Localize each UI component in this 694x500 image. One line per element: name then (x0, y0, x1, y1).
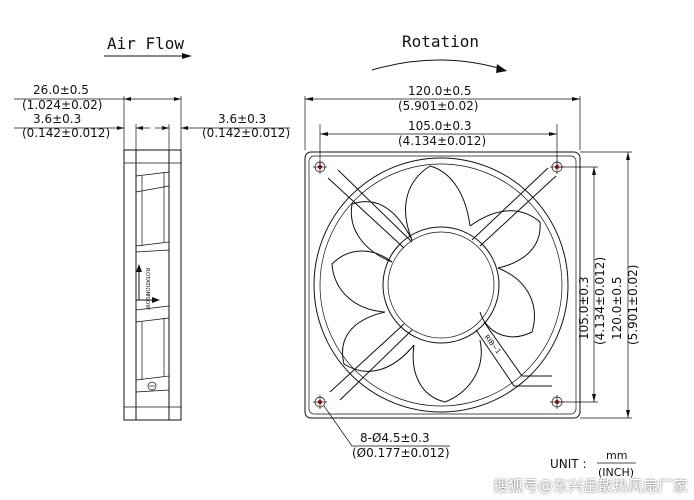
fan-frame-outer (304, 151, 581, 419)
side-body-outline (123, 149, 182, 421)
screw-symbol (147, 381, 157, 391)
outer-width-inch: (5.901±0.02) (398, 99, 479, 113)
v-pitch-inch: (4.134±0.012) (593, 257, 607, 345)
fan-hub (382, 226, 500, 344)
hole-leader-line (323, 405, 450, 447)
fan-spokes (327, 167, 557, 401)
unit-prefix: UNIT : (550, 457, 587, 471)
holes-mm: 8-Ø4.5±0.3 (360, 431, 430, 445)
v-outer-inch: (5.901±0.02) (626, 265, 640, 346)
fan-blades (331, 165, 541, 403)
side-flow-text: FLOW (144, 294, 150, 310)
depth-inch: (1.024±0.02) (22, 98, 103, 112)
unit-block: UNIT : mm (INCH) (550, 449, 636, 479)
mounting-holes (313, 160, 564, 409)
watermark: 搜狐号@东兴岳散热风扇厂家 (492, 477, 688, 495)
flange-right-inch: (0.142±0.012) (202, 126, 290, 140)
depth-mm: 26.0±0.5 (33, 83, 89, 97)
flange-left-inch: (0.142±0.012) (22, 126, 110, 140)
air-flow-arrowhead (182, 53, 192, 59)
front-view: 120.0±0.5 (5.901±0.02) 105.0±0.3 (4.134±… (304, 84, 640, 460)
rotation-arc-arrow (371, 59, 506, 71)
v-pitch-mm: 105.0±0.3 (577, 277, 591, 341)
fan-venturi-ring (313, 157, 569, 413)
air-flow-label: Air Flow (107, 34, 184, 53)
flange-right-mm: 3.6±0.3 (218, 112, 266, 126)
side-view: 26.0±0.5 (1.024±0.02) 3.6±0.3 (0.142±0.0… (14, 83, 290, 421)
outer-width-mm: 120.0±0.5 (408, 84, 472, 98)
rotation-label: Rotation (402, 32, 479, 51)
hole-pitch-mm: 105.0±0.3 (408, 119, 472, 133)
v-outer-mm: 120.0±0.5 (610, 277, 624, 341)
holes-inch: (Ø0.177±0.012) (352, 446, 450, 460)
side-rotation-text: ROTATION (144, 268, 150, 296)
hole-pitch-inch: (4.134±0.012) (398, 134, 486, 148)
flange-left-mm: 3.6±0.3 (33, 112, 81, 126)
rotation-arrowhead (496, 64, 507, 73)
unit-top: mm (606, 449, 627, 462)
unit-bottom: (INCH) (598, 466, 634, 479)
